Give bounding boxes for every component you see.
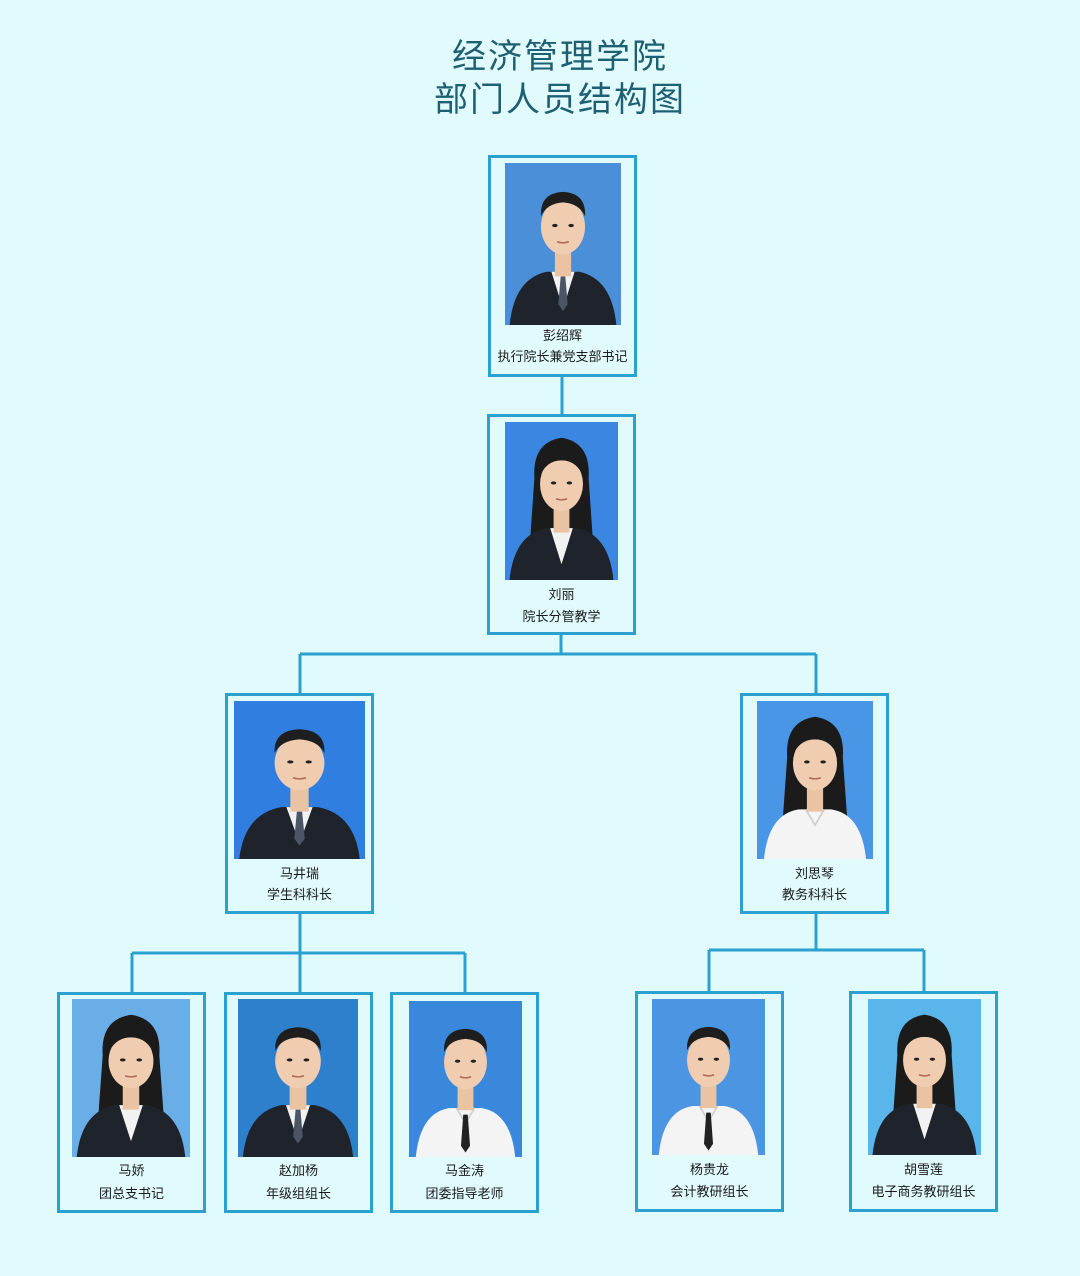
person-name: 胡雪莲: [903, 1163, 943, 1178]
portrait-photo: [868, 999, 981, 1155]
person-role: 电子商务教研组长: [871, 1185, 976, 1200]
person-role: 学生科科长: [266, 888, 332, 903]
person-card-majinrui: 马井瑞 学生科科长: [225, 693, 374, 914]
portrait-photo: [505, 163, 621, 325]
person-role: 团委指导老师: [425, 1187, 504, 1202]
chart-title-line2: 部门人员结构图: [434, 80, 686, 120]
portrait-photo: [652, 999, 765, 1155]
person-role: 执行院长兼党支部书记: [497, 350, 628, 365]
person-card-peng: 彭绍辉 执行院长兼党支部书记: [488, 155, 637, 377]
person-role: 教务科科长: [781, 888, 847, 903]
person-card-liuli: 刘丽 院长分管教学: [487, 414, 636, 635]
portrait-photo: [234, 701, 365, 859]
person-card-majiao: 马娇 团总支书记: [57, 992, 206, 1213]
person-name: 杨贵龙: [689, 1163, 729, 1178]
person-card-yangguilong: 杨贵龙 会计教研组长: [635, 991, 784, 1212]
portrait-photo: [72, 999, 190, 1157]
portrait-photo: [757, 701, 873, 859]
person-role: 院长分管教学: [522, 610, 601, 625]
person-name: 马井瑞: [279, 867, 319, 882]
portrait-photo: [409, 1001, 522, 1157]
person-name: 马娇: [118, 1164, 145, 1179]
chart-title-line1: 经济管理学院: [452, 37, 668, 77]
person-card-liusiqin: 刘思琴 教务科科长: [740, 693, 889, 914]
person-role: 会计教研组长: [670, 1185, 749, 1200]
person-role: 团总支书记: [98, 1187, 164, 1202]
person-name: 刘丽: [548, 588, 575, 603]
portrait-photo: [505, 422, 618, 580]
person-card-majintao: 马金涛 团委指导老师: [390, 992, 539, 1213]
person-name: 彭绍辉: [542, 329, 582, 344]
person-name: 刘思琴: [794, 867, 834, 882]
person-name: 赵加杨: [278, 1164, 318, 1179]
person-name: 马金涛: [444, 1164, 484, 1179]
portrait-photo: [238, 999, 358, 1157]
person-card-zhaojiayang: 赵加杨 年级组组长: [224, 992, 373, 1213]
person-role: 年级组组长: [265, 1187, 331, 1202]
person-card-huxuelian: 胡雪莲 电子商务教研组长: [849, 991, 998, 1212]
